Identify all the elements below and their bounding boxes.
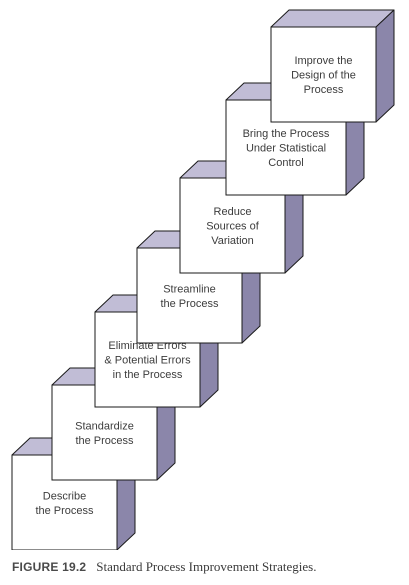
step-label-line: the Process bbox=[35, 505, 94, 517]
step-label-line: Standardize bbox=[75, 420, 134, 432]
step-label-line: Control bbox=[268, 157, 303, 169]
cube-side-face bbox=[375, 9, 395, 123]
step-label-line: Bring the Process bbox=[243, 128, 330, 140]
step-label-line: the Process bbox=[75, 435, 134, 447]
step-label-line: Reduce bbox=[214, 206, 252, 218]
figure-caption: FIGURE 19.2 Standard Process Improvement… bbox=[12, 558, 316, 576]
cube-front-face bbox=[270, 26, 377, 123]
step-label-line: Process bbox=[304, 84, 344, 96]
step-label-line: the Process bbox=[160, 298, 219, 310]
step-label-line: in the Process bbox=[113, 369, 183, 381]
cube-top-face bbox=[270, 9, 395, 28]
step-label-line: Design of the bbox=[291, 70, 356, 82]
step-label-line: Describe bbox=[43, 490, 86, 502]
figure-label: FIGURE 19.2 bbox=[12, 560, 87, 574]
step-label-line: & Potential Errors bbox=[104, 355, 191, 367]
step-label-line: Sources of bbox=[206, 221, 260, 233]
step-label-line: Variation bbox=[211, 235, 254, 247]
step-label-line: Under Statistical bbox=[246, 143, 326, 155]
step-label-line: Improve the bbox=[294, 55, 352, 67]
step-label-line: Streamline bbox=[163, 283, 216, 295]
figure-caption-text: Standard Process Improvement Strategies. bbox=[96, 559, 317, 574]
